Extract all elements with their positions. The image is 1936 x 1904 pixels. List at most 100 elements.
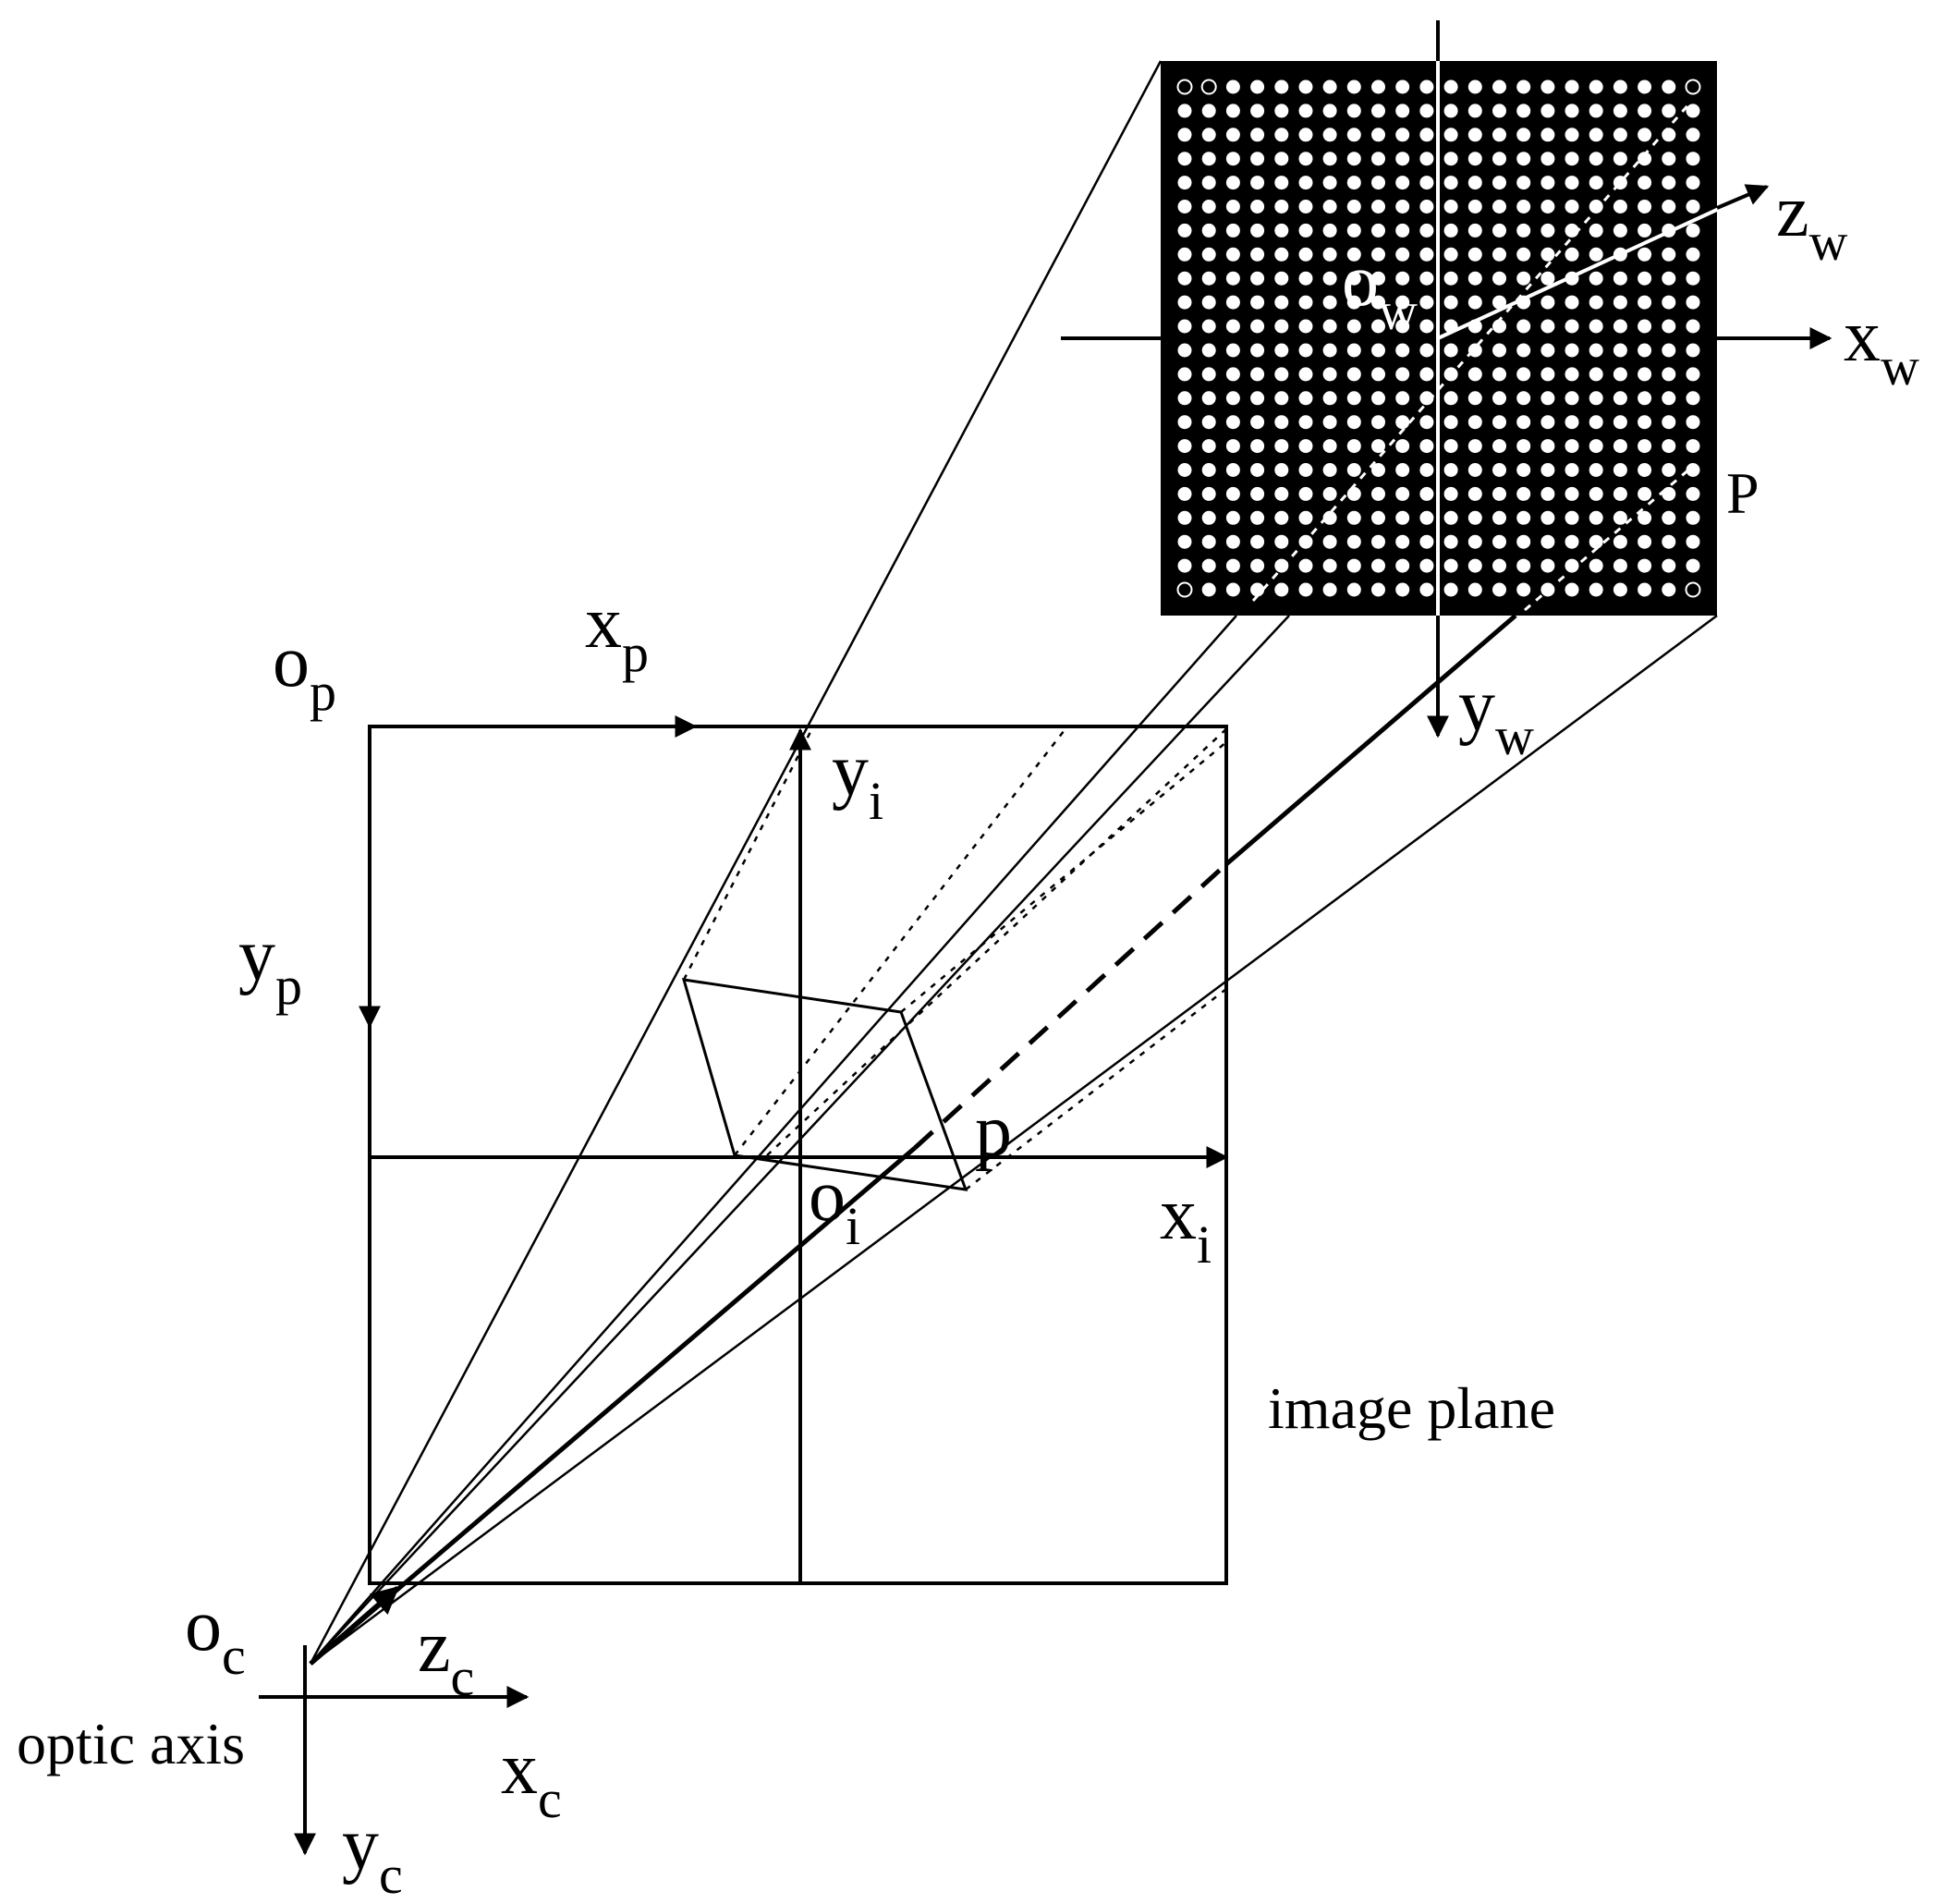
target-dot	[1322, 319, 1337, 334]
label-y-c: yc	[342, 1804, 403, 1899]
target-dot	[1589, 439, 1603, 454]
target-dot	[1371, 486, 1385, 501]
target-dot	[1467, 486, 1482, 501]
target-dot	[1516, 319, 1531, 334]
target-dot	[1419, 247, 1434, 262]
target-dot	[1201, 558, 1216, 573]
target-dot	[1250, 486, 1265, 501]
target-dot	[1565, 343, 1579, 358]
target-dot	[1419, 271, 1434, 286]
target-dot	[1662, 486, 1676, 501]
target-dot	[1589, 463, 1603, 477]
target-dot	[1516, 343, 1531, 358]
target-dot	[1443, 439, 1458, 454]
target-dot	[1662, 367, 1676, 382]
target-dot	[1201, 295, 1216, 310]
target-dot	[1322, 439, 1337, 454]
ray-dotted-2	[900, 741, 1227, 1013]
target-dot	[1638, 391, 1652, 406]
target-dot	[1662, 463, 1676, 477]
target-dot	[1589, 128, 1603, 142]
target-dot	[1467, 200, 1482, 214]
target-dot	[1177, 486, 1192, 501]
target-dot	[1467, 510, 1482, 525]
target-dot	[1638, 271, 1652, 286]
target-dot	[1638, 104, 1652, 118]
target-dot	[1686, 295, 1700, 310]
target-dot	[1274, 582, 1289, 597]
target-dot	[1565, 176, 1579, 190]
target-dot	[1201, 128, 1216, 142]
target-dot	[1467, 128, 1482, 142]
target-dot	[1225, 582, 1240, 597]
target-dot	[1419, 79, 1434, 94]
target-dot	[1225, 558, 1240, 573]
target-dot	[1201, 510, 1216, 525]
target-dot	[1662, 152, 1676, 166]
target-dot	[1419, 534, 1434, 549]
target-dot	[1250, 152, 1265, 166]
target-dot	[1177, 176, 1192, 190]
target-dot	[1371, 391, 1385, 406]
target-dot	[1395, 271, 1410, 286]
target-dot	[1419, 486, 1434, 501]
target-dot	[1201, 415, 1216, 430]
target-dot	[1395, 367, 1410, 382]
target-dot	[1250, 343, 1265, 358]
target-dot	[1395, 463, 1410, 477]
target-dot	[1540, 391, 1555, 406]
target-dot	[1177, 343, 1192, 358]
target-dot	[1662, 247, 1676, 262]
ray-board-bottom-right	[310, 614, 1718, 1666]
target-dot	[1322, 247, 1337, 262]
target-dot	[1638, 200, 1652, 214]
target-dot	[1638, 128, 1652, 142]
target-dot	[1395, 582, 1410, 597]
target-dot	[1443, 128, 1458, 142]
target-dot	[1225, 343, 1240, 358]
target-dot	[1467, 439, 1482, 454]
target-dot	[1177, 367, 1192, 382]
target-dot	[1346, 128, 1361, 142]
target-dot	[1274, 415, 1289, 430]
target-dot	[1686, 223, 1700, 238]
target-dot	[1298, 176, 1313, 190]
target-dot	[1589, 486, 1603, 501]
target-dot	[1492, 367, 1506, 382]
target-dot	[1346, 271, 1361, 286]
label-optic-axis: optic axis	[17, 1711, 245, 1776]
target-dot	[1686, 439, 1700, 454]
target-dot	[1467, 295, 1482, 310]
target-dot	[1685, 581, 1701, 598]
target-dot	[1686, 486, 1700, 501]
target-dot	[1274, 558, 1289, 573]
target-dot	[1274, 247, 1289, 262]
target-dot	[1346, 391, 1361, 406]
target-dot	[1201, 391, 1216, 406]
target-dot	[1443, 415, 1458, 430]
target-dot	[1225, 176, 1240, 190]
target-dot	[1250, 295, 1265, 310]
target-dot	[1613, 534, 1627, 549]
target-dot	[1177, 510, 1192, 525]
target-dot	[1492, 128, 1506, 142]
target-dot	[1346, 558, 1361, 573]
target-dot	[1298, 439, 1313, 454]
target-dot	[1638, 486, 1652, 501]
target-dot	[1662, 534, 1676, 549]
target-dot	[1371, 319, 1385, 334]
target-dot	[1346, 486, 1361, 501]
target-dot	[1250, 200, 1265, 214]
target-dot	[1467, 391, 1482, 406]
target-dot	[1274, 510, 1289, 525]
target-dot	[1419, 200, 1434, 214]
target-dot	[1638, 439, 1652, 454]
target-dot	[1443, 463, 1458, 477]
target-dot	[1176, 79, 1193, 95]
target-dot	[1516, 463, 1531, 477]
target-diagonal-dashed	[1251, 101, 1693, 602]
target-dot	[1177, 439, 1192, 454]
target-dot	[1540, 79, 1555, 94]
target-dot	[1371, 247, 1385, 262]
